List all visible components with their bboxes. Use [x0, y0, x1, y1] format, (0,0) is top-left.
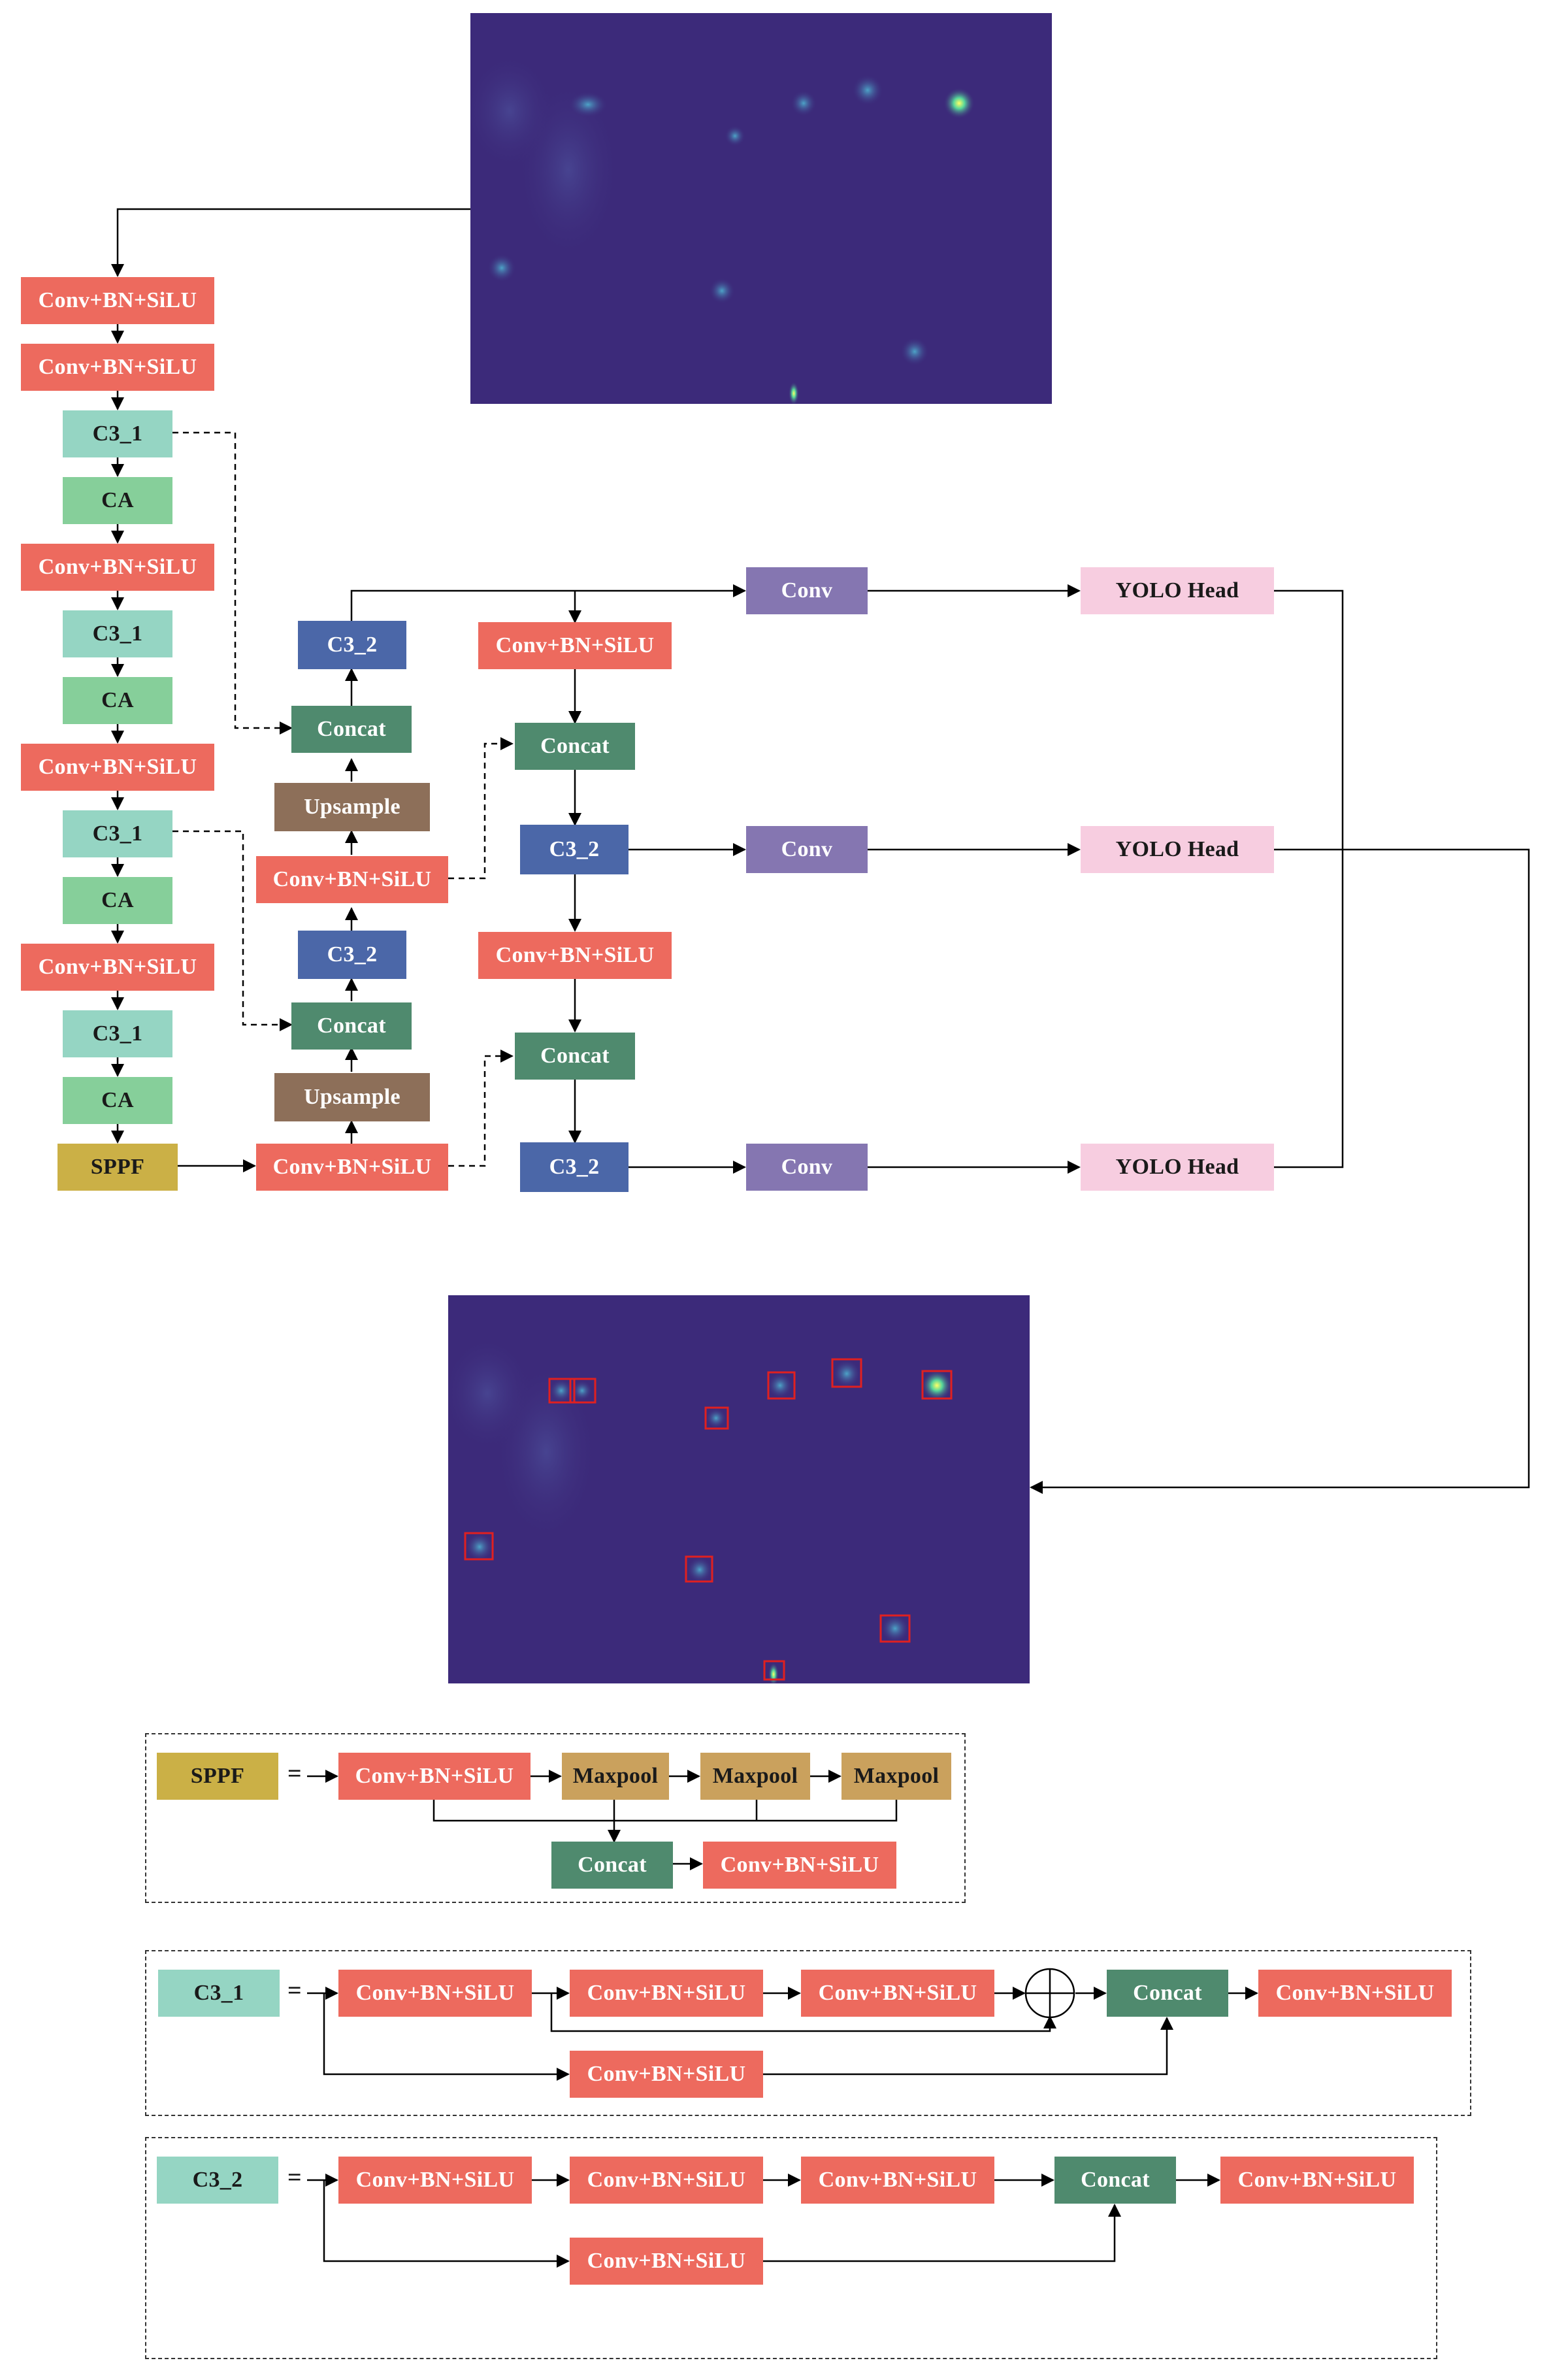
c3-1-add-icon — [1026, 1969, 1074, 2017]
neck-concat-3: Concat — [515, 723, 635, 770]
neck-conv-2: Conv+BN+SiLU — [256, 1144, 448, 1191]
backbone-c3-1-a: C3_1 — [63, 410, 172, 457]
sppf-detail-box — [145, 1733, 966, 1903]
neck-conv-1: Conv+BN+SiLU — [256, 856, 448, 903]
c3-2-conv-c: Conv+BN+SiLU — [801, 2157, 994, 2204]
sppf-concat: Concat — [551, 1842, 673, 1889]
head-conv-3: Conv — [746, 1144, 868, 1191]
sppf-conv-out: Conv+BN+SiLU — [703, 1842, 896, 1889]
detection-box — [704, 1406, 729, 1430]
c3-1-conv-a: Conv+BN+SiLU — [338, 1970, 532, 2017]
backbone-conv-2: Conv+BN+SiLU — [21, 344, 214, 391]
backbone-ca-a: CA — [63, 477, 172, 524]
neck-c3-2-mid: C3_2 — [298, 931, 406, 979]
c3-1-detail-box — [145, 1950, 1471, 2116]
neck-concat-4: Concat — [515, 1033, 635, 1080]
detection-box — [685, 1555, 713, 1583]
backbone-sppf: SPPF — [57, 1144, 178, 1191]
sppf-maxpool-3: Maxpool — [841, 1753, 951, 1800]
c3-1-legend-label: C3_1 — [158, 1970, 280, 2017]
neck-upsample-1: Upsample — [274, 783, 430, 831]
c3-2-equals: = — [287, 2164, 302, 2191]
detection-box — [763, 1660, 785, 1681]
backbone-conv-4: Conv+BN+SiLU — [21, 744, 214, 791]
detection-box — [767, 1371, 796, 1400]
input-image — [470, 13, 1052, 404]
c3-2-legend-label: C3_2 — [157, 2157, 278, 2204]
backbone-ca-c: CA — [63, 877, 172, 924]
backbone-ca-d: CA — [63, 1077, 172, 1124]
neck-conv-3: Conv+BN+SiLU — [478, 622, 672, 669]
output-image-art — [448, 1295, 1030, 1683]
neck-concat-2: Concat — [291, 1002, 412, 1050]
detection-box — [921, 1370, 953, 1400]
c3-1-conv-b: Conv+BN+SiLU — [570, 1970, 763, 2017]
neck-conv-4: Conv+BN+SiLU — [478, 932, 672, 979]
backbone-c3-1-d: C3_1 — [63, 1010, 172, 1057]
c3-2-conv-b: Conv+BN+SiLU — [570, 2157, 763, 2204]
neck-c3-2-p4: C3_2 — [520, 825, 629, 874]
c3-1-concat: Concat — [1107, 1970, 1228, 2017]
c3-1-equals: = — [287, 1977, 302, 2004]
c3-2-conv-out: Conv+BN+SiLU — [1220, 2157, 1414, 2204]
detection-box — [831, 1358, 862, 1388]
head-conv-1: Conv — [746, 567, 868, 614]
detection-boxes — [464, 1358, 953, 1681]
c3-2-concat: Concat — [1054, 2157, 1176, 2204]
c3-1-conv-out: Conv+BN+SiLU — [1258, 1970, 1452, 2017]
input-image-art — [470, 13, 1052, 404]
neck-c3-2-p5: C3_2 — [520, 1142, 629, 1192]
sppf-legend-label: SPPF — [157, 1753, 278, 1800]
detection-box — [548, 1378, 576, 1404]
c3-1-conv-skip: Conv+BN+SiLU — [570, 2051, 763, 2098]
backbone-c3-1-c: C3_1 — [63, 810, 172, 857]
c3-2-detail-box — [145, 2137, 1437, 2359]
yolo-head-3: YOLO Head — [1081, 1144, 1274, 1191]
sppf-maxpool-1: Maxpool — [562, 1753, 669, 1800]
neck-c3-2-top: C3_2 — [298, 621, 406, 669]
backbone-conv-5: Conv+BN+SiLU — [21, 944, 214, 991]
c3-2-conv-a: Conv+BN+SiLU — [338, 2157, 532, 2204]
head-conv-2: Conv — [746, 826, 868, 873]
neck-concat-1: Concat — [291, 706, 412, 753]
backbone-ca-b: CA — [63, 677, 172, 724]
detection-box — [879, 1614, 911, 1643]
yolo-head-1: YOLO Head — [1081, 567, 1274, 614]
sppf-equals: = — [287, 1760, 302, 1787]
yolo-head-2: YOLO Head — [1081, 826, 1274, 873]
sppf-maxpool-2: Maxpool — [700, 1753, 810, 1800]
sppf-conv-in: Conv+BN+SiLU — [338, 1753, 531, 1800]
c3-2-conv-skip: Conv+BN+SiLU — [570, 2238, 763, 2285]
detection-box — [464, 1532, 494, 1561]
backbone-c3-1-b: C3_1 — [63, 610, 172, 657]
neck-upsample-2: Upsample — [274, 1073, 430, 1121]
output-image — [448, 1295, 1030, 1683]
detection-box — [569, 1378, 596, 1404]
backbone-conv-1: Conv+BN+SiLU — [21, 277, 214, 324]
backbone-conv-3: Conv+BN+SiLU — [21, 544, 214, 591]
c3-1-conv-c: Conv+BN+SiLU — [801, 1970, 994, 2017]
